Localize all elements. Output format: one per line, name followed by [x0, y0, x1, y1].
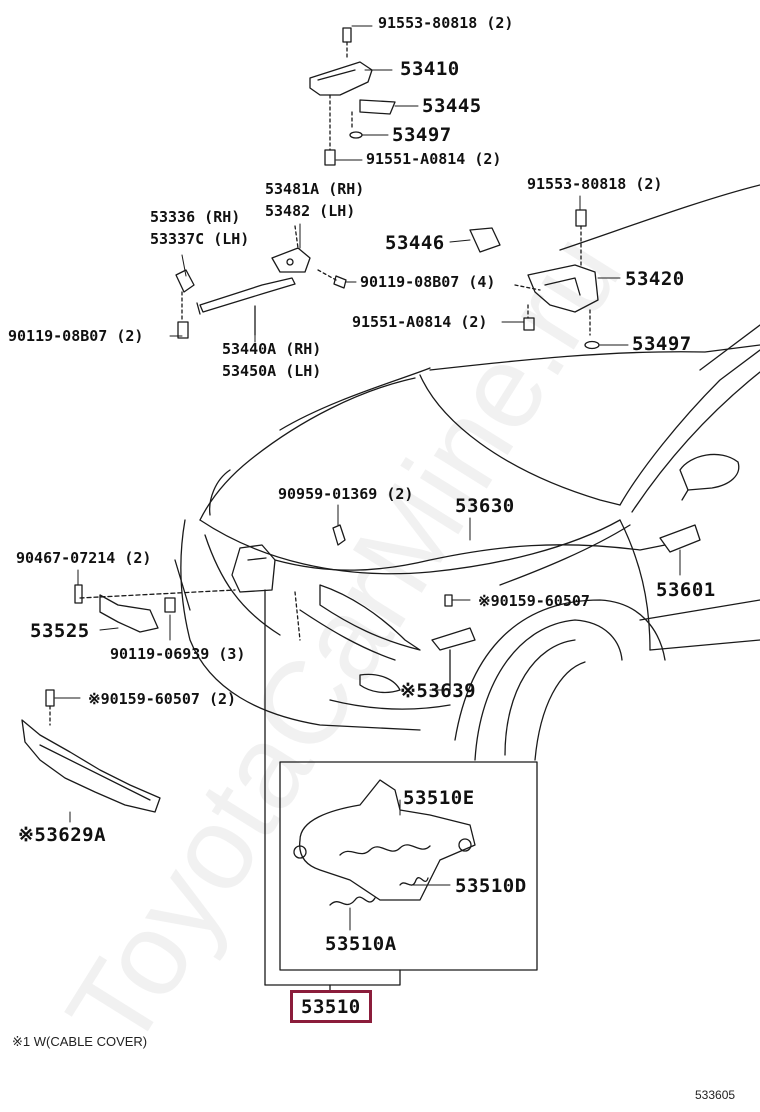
diagram-code: 533605 [695, 1088, 736, 1102]
label-53525: 53525 [30, 620, 90, 642]
label-53446: 53446 [385, 232, 445, 254]
label-91553-80818-top: 91553-80818 (2) [378, 14, 514, 32]
label-53629a: ※53629A [18, 824, 107, 846]
label-53450a: 53450A (LH) [222, 362, 322, 380]
car-body-outline [174, 184, 760, 761]
label-53510-highlighted[interactable]: 53510 [290, 990, 372, 1023]
label-91553-80818-right: 91553-80818 (2) [527, 175, 663, 193]
label-53440a: 53440A (RH) [222, 340, 322, 358]
cover-53629a-art [21, 689, 161, 813]
label-90467-07214: 90467-07214 (2) [16, 549, 152, 567]
hood-lock-and-cable-art [231, 524, 701, 986]
footnote: ※1 W(CABLE COVER) [12, 1034, 148, 1049]
label-53420: 53420 [625, 268, 685, 290]
inset-53510-art [264, 761, 538, 993]
hood-hinge-53410-art [309, 27, 396, 166]
label-91551-a0814-top: 91551-A0814 (2) [366, 150, 502, 168]
label-53601: 53601 [656, 579, 716, 601]
label-53337c: 53337C (LH) [150, 230, 250, 248]
label-53630: 53630 [455, 495, 515, 517]
hood-support-art [175, 225, 347, 339]
label-53639: ※53639 [400, 680, 477, 702]
label-53481a: 53481A (RH) [265, 180, 365, 198]
label-53497-top: 53497 [392, 124, 452, 146]
label-90119-08b07-2: 90119-08B07 (2) [8, 327, 144, 345]
label-90119-06939: 90119-06939 (3) [110, 645, 246, 663]
leader-lines [54, 25, 681, 931]
label-90159-60507-right: ※90159-60507 [478, 592, 590, 610]
label-90159-60507-left: ※90159-60507 (2) [88, 690, 237, 708]
label-53510a: 53510A [325, 933, 397, 955]
label-53445: 53445 [422, 95, 482, 117]
label-53510e: 53510E [403, 787, 475, 809]
bracket-53525-art [74, 584, 236, 633]
label-53410: 53410 [400, 58, 460, 80]
label-90119-08b07-4: 90119-08B07 (4) [360, 273, 496, 291]
label-91551-a0814-right: 91551-A0814 (2) [352, 313, 488, 331]
label-53336: 53336 (RH) [150, 208, 241, 226]
label-53497-right: 53497 [632, 333, 692, 355]
label-53510d: 53510D [455, 875, 527, 897]
label-90959-01369: 90959-01369 (2) [278, 485, 414, 503]
hood-hinge-53420-art [469, 209, 600, 350]
label-53482: 53482 (LH) [265, 202, 356, 220]
